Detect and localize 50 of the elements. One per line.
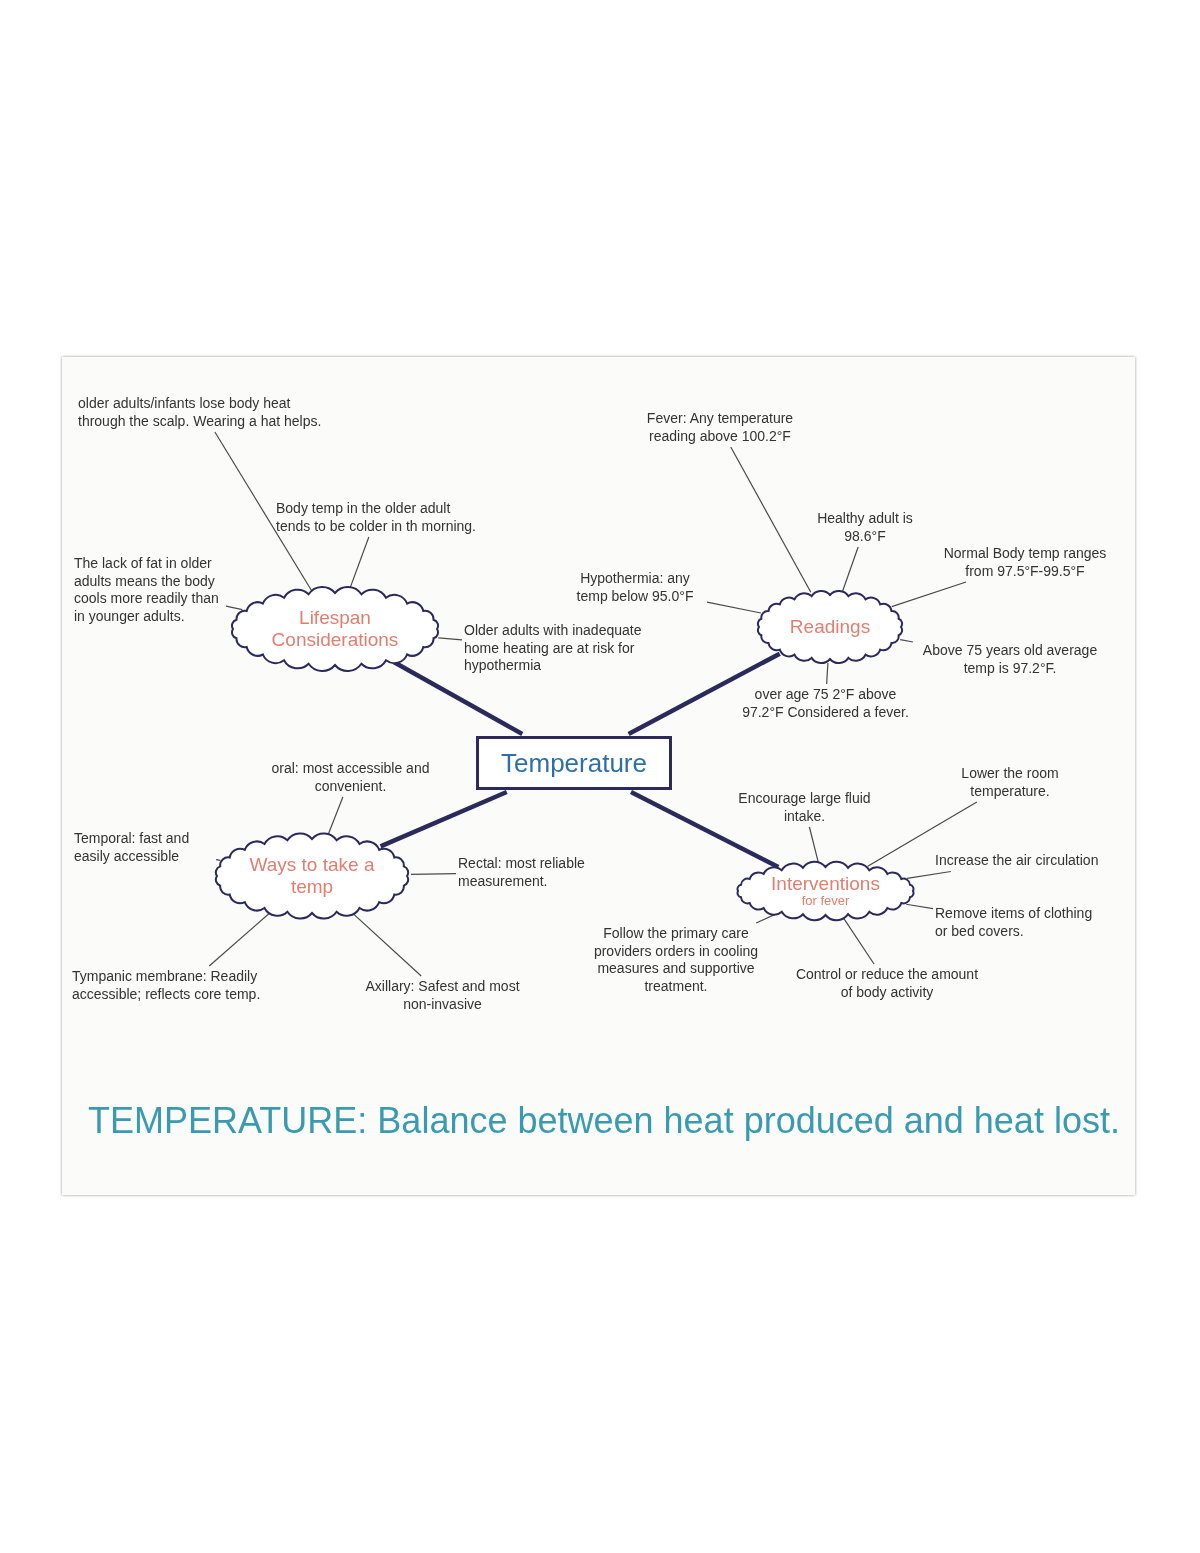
note-text: Increase the air circulation: [935, 852, 1105, 870]
note-text: Axillary: Safest and most non-invasive: [350, 978, 535, 1013]
connector-line: [352, 912, 422, 977]
note-text: The lack of fat in older adults means the body cools more readily than in younger adults.: [74, 555, 224, 625]
note-text: over age 75 2°F above 97.2°F Considered a fever.: [738, 686, 913, 721]
topic-label: Lifespan Considerations: [270, 607, 400, 651]
connector-line: [867, 801, 978, 867]
connector-line: [214, 431, 312, 591]
note-text: older adults/infants lose body heat through the scalp. Wearing a hat helps.: [78, 395, 328, 430]
caption-text: TEMPERATURE: Balance between heat produced and heat lost.: [88, 1100, 1120, 1142]
connector-line: [208, 912, 271, 967]
connector-line: [410, 873, 457, 875]
note-text: Tympanic membrane: Readily accessible; reflects core temp.: [72, 968, 302, 1003]
connector-line: [393, 660, 524, 736]
connector-line: [379, 789, 508, 849]
connector-line: [437, 637, 463, 641]
connector-line: [706, 601, 762, 614]
note-text: Fever: Any temperature reading above 100.2°F: [630, 410, 810, 445]
note-text: Remove items of clothing or bed covers.: [935, 905, 1100, 940]
note-text: Older adults with inadequate home heating are at risk for hypothermia: [464, 622, 654, 675]
connector-line: [826, 662, 829, 685]
note-text: Encourage large fluid intake.: [722, 790, 887, 825]
connector-line: [905, 903, 934, 910]
connector-line: [629, 790, 780, 869]
topic-label: Ways to take a temp: [248, 854, 376, 898]
note-text: Temporal: fast and easily accessible: [74, 830, 214, 865]
note-text: Rectal: most reliable measurement.: [458, 855, 588, 890]
note-text: Healthy adult is 98.6°F: [800, 510, 930, 545]
note-text: Hypothermia: any temp below 95.0°F: [565, 570, 705, 605]
connector-line: [808, 826, 820, 864]
connector-line: [730, 446, 812, 593]
connector-line: [891, 581, 967, 608]
connector-line: [627, 651, 781, 736]
connector-line: [843, 917, 875, 965]
note-text: Follow the primary care providers orders in cooling measures and supportive treatment.: [576, 925, 776, 995]
connector-line: [841, 546, 859, 593]
note-text: Body temp in the older adult tends to be colder in th morning.: [276, 500, 476, 535]
central-topic-box: Temperature: [476, 736, 672, 790]
note-text: Above 75 years old average temp is 97.2°F.: [915, 642, 1105, 677]
topic-label: Interventions: [771, 872, 880, 895]
note-text: Lower the room temperature.: [925, 765, 1095, 800]
topic-label: Readings: [789, 616, 871, 638]
connector-line: [906, 870, 952, 879]
connector-line: [225, 605, 243, 611]
topic-sublabel: for fever: [801, 894, 850, 910]
note-text: oral: most accessible and convenient.: [258, 760, 443, 795]
note-text: Control or reduce the amount of body activity: [792, 966, 982, 1001]
connector-line: [215, 859, 221, 862]
note-text: Normal Body temp ranges from 97.5°F-99.5°F: [930, 545, 1120, 580]
connector-line: [899, 639, 914, 643]
